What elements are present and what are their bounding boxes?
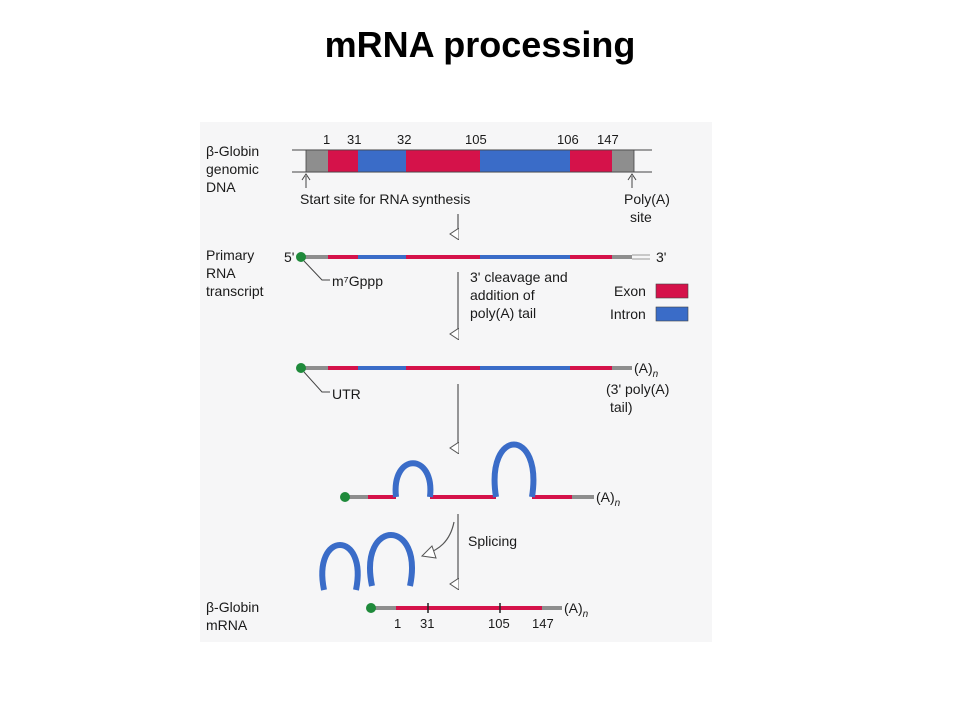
legend-exon-swatch (655, 283, 689, 299)
excised-intron-2 (367, 532, 415, 587)
intron-loop-1 (392, 460, 434, 498)
excision-arrowhead (420, 545, 437, 559)
dna-flank-5 (306, 150, 328, 172)
start-site-label: Start site for RNA synthesis (300, 191, 470, 207)
mrna-label-line-2: mRNA (206, 617, 248, 633)
looped-tail-label: (A)n (596, 489, 621, 509)
mrna-pos-31: 31 (420, 616, 434, 631)
mrna-pos-147: 147 (532, 616, 554, 631)
dna-flank-3 (612, 150, 634, 172)
dna-label-line-1: β-Globin (206, 143, 259, 159)
splicing-label: Splicing (468, 533, 517, 549)
dna-exon-2 (406, 150, 480, 172)
legend-exon-label: Exon (614, 283, 646, 299)
intron-loop-2 (491, 441, 537, 498)
dna-strand (292, 149, 652, 173)
polyadenylated-transcript (296, 363, 632, 373)
dna-position-labels: 1 31 32 105 106 147 (323, 132, 619, 147)
dna-label-line-3: DNA (206, 179, 236, 195)
mrna-pos-105: 105 (488, 616, 510, 631)
dna-intron-2 (480, 150, 570, 172)
primary-label-line-1: Primary (206, 247, 254, 263)
polya-site-label-line-2: site (630, 209, 652, 225)
cap-leader (303, 260, 330, 281)
legend: Exon Intron (610, 283, 689, 322)
polya-tail-note-line-2: tail) (610, 399, 633, 415)
dna-pos-31: 31 (347, 132, 361, 147)
polya-tail-note-line-1: (3' poly(A) (606, 381, 669, 397)
polya-site-label-line-1: Poly(A) (624, 191, 670, 207)
legend-intron-swatch (655, 306, 689, 322)
mrna-tail-label: (A)n (564, 600, 589, 620)
dna-exon-1 (328, 150, 358, 172)
dna-label-line-2: genomic (206, 161, 259, 177)
dna-exon-3 (570, 150, 612, 172)
cleavage-step-line-1: 3' cleavage and (470, 269, 568, 285)
dna-pos-1: 1 (323, 132, 330, 147)
utr-label: UTR (332, 386, 361, 402)
dna-intron-1 (358, 150, 406, 172)
looped-transcript (340, 441, 594, 502)
dna-outline (305, 149, 635, 173)
legend-intron-label: Intron (610, 306, 646, 322)
dna-pos-105: 105 (465, 132, 487, 147)
cleavage-step-line-2: addition of (470, 287, 535, 303)
primary-transcript (296, 252, 650, 262)
five-prime-label: 5' (284, 249, 294, 265)
cleavage-step-line-3: poly(A) tail (470, 305, 536, 321)
diagram-canvas: β-Globin genomic DNA 1 31 32 105 106 147… (206, 132, 689, 633)
start-site-marker (301, 173, 311, 188)
mrna-processing-figure: β-Globin genomic DNA 1 31 32 105 106 147… (200, 122, 712, 642)
polya-tail-label: (A)n (634, 360, 659, 380)
utr-leader (303, 371, 330, 393)
slide-title: mRNA processing (324, 24, 636, 65)
dna-pos-147: 147 (597, 132, 619, 147)
polya-site-marker (627, 173, 637, 188)
cap-label: m⁷Gppp (332, 273, 383, 289)
primary-label-line-2: RNA (206, 265, 236, 281)
mrna-label-line-1: β-Globin (206, 599, 259, 615)
dna-pos-32: 32 (397, 132, 411, 147)
mature-mrna (366, 603, 562, 613)
dna-pos-106: 106 (557, 132, 579, 147)
mrna-pos-1: 1 (394, 616, 401, 631)
cap-dot (296, 252, 306, 262)
excised-intron-1 (319, 542, 361, 591)
three-prime-label: 3' (656, 249, 666, 265)
dna-label: β-Globin genomic DNA (206, 143, 259, 195)
primary-label-line-3: transcript (206, 283, 264, 299)
